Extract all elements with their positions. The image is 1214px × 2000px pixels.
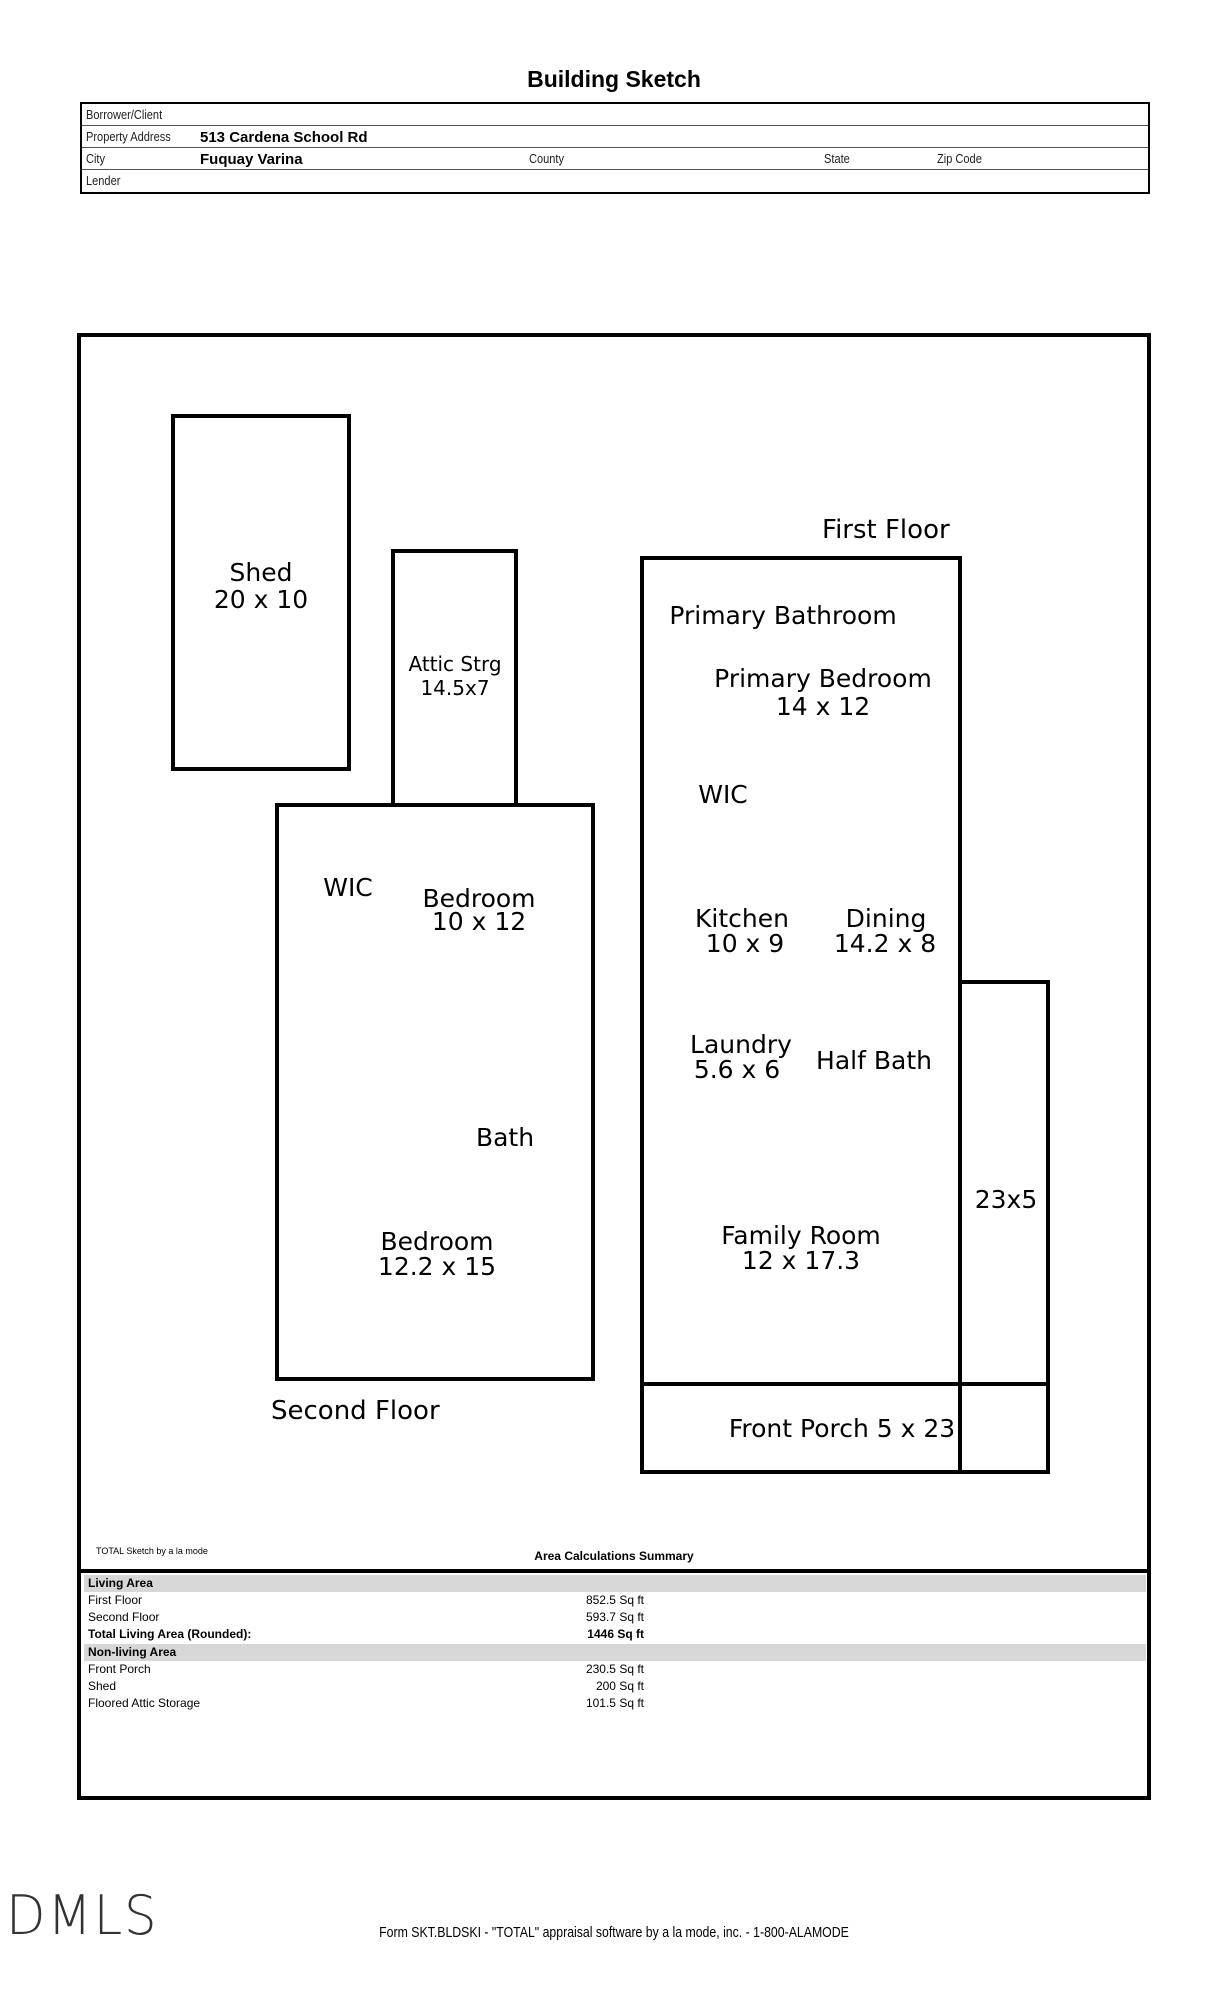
borrower-row: Borrower/Client [82,104,1148,126]
calc-row-value: 200 Sq ft [595,1679,644,1693]
first-floor-wic: WIC [698,780,748,809]
calc-row-value: 852.5 Sq ft [585,1593,644,1607]
city-value: Fuquay Varina [200,151,303,168]
kitchen-name: Kitchen [695,904,789,933]
shed-outline [171,414,351,771]
lender-row: Lender [82,170,1148,191]
kitchen-dims: 10 x 9 [705,929,785,958]
dining-name: Dining [845,904,927,933]
dining-dims: 14.2 x 8 [833,929,937,958]
first-floor-label: First Floor [822,515,950,545]
city-label: City [86,151,106,166]
calc-row-name: Front Porch [88,1662,151,1676]
bedroom-2-dims: 12.2 x 15 [377,1252,497,1281]
attic-dims: 14.5x7 [420,676,490,700]
living-area-header: Living Area [84,1575,1146,1592]
calc-row-name: Floored Attic Storage [88,1696,201,1710]
lender-label: Lender [86,173,121,188]
second-floor-label: Second Floor [271,1396,440,1426]
calc-row: Shed 200 Sq ft [84,1678,1146,1695]
side-porch-dims: 23x5 [974,1185,1038,1214]
nonliving-area-header: Non-living Area [84,1644,1146,1661]
county-label: County [529,151,565,166]
second-floor-outline [275,803,595,1381]
attic-name: Attic Strg [408,652,502,676]
sketch-frame [77,333,1151,1800]
half-bath: Half Bath [816,1046,932,1075]
form-footer: Form SKT.BLDSKI - "TOTAL" appraisal soft… [379,1924,849,1941]
bedroom-1-dims: 10 x 12 [431,907,527,936]
primary-bedroom-dims: 14 x 12 [775,692,871,721]
calc-row-value: 101.5 Sq ft [585,1696,644,1710]
calc-row-value: 593.7 Sq ft [585,1610,644,1624]
laundry-name: Laundry [690,1030,792,1059]
address-value: 513 Cardena School Rd [200,129,368,146]
city-row: City Fuquay Varina County State Zip Code [82,148,1148,170]
laundry-dims: 5.6 x 6 [693,1055,781,1084]
nonliving-area-label: Non-living Area [88,1645,177,1659]
total-living-row: Total Living Area (Rounded): 1446 Sq ft [84,1626,1146,1643]
calc-row: Floored Attic Storage 101.5 Sq ft [84,1695,1146,1712]
living-area-label: Living Area [88,1576,153,1590]
primary-bathroom: Primary Bathroom [669,601,897,630]
second-floor-wic: WIC [323,873,373,902]
shed-dims: 20 x 10 [213,585,309,614]
borrower-label: Borrower/Client [86,107,163,122]
calc-row: Front Porch 230.5 Sq ft [84,1661,1146,1678]
state-label: State [824,151,850,166]
property-info-table: Borrower/Client Property Address 513 Car… [80,102,1150,194]
calc-row-value: 230.5 Sq ft [585,1662,644,1676]
total-living-value: 1446 Sq ft [587,1627,644,1641]
bedroom-2-name: Bedroom [380,1227,494,1256]
dmls-logo: DMLS [6,1884,159,1947]
shed-name: Shed [229,558,293,587]
family-room-name: Family Room [721,1221,881,1250]
calc-row: Second Floor 593.7 Sq ft [84,1609,1146,1626]
sketch-by-note: TOTAL Sketch by a la mode [96,1546,208,1556]
zip-label: Zip Code [937,151,982,166]
primary-bedroom-name: Primary Bedroom [714,664,932,693]
page-title: Building Sketch [527,66,701,92]
calc-divider [77,1569,1151,1573]
calc-row-name: Shed [88,1679,117,1693]
second-floor-bath: Bath [475,1123,535,1152]
calc-row-name: Second Floor [88,1610,160,1624]
total-living-label: Total Living Area (Rounded): [88,1627,252,1641]
front-porch-label: Front Porch 5 x 23 [728,1414,956,1443]
family-room-dims: 12 x 17.3 [741,1246,861,1275]
area-calc-title: Area Calculations Summary [534,1549,694,1563]
bedroom-1-name: Bedroom [422,884,536,913]
address-label: Property Address [86,129,171,144]
address-row: Property Address 513 Cardena School Rd [82,126,1148,148]
calc-row-name: First Floor [88,1593,142,1607]
front-porch-outline [640,1382,1050,1474]
calc-row: First Floor 852.5 Sq ft [84,1592,1146,1609]
